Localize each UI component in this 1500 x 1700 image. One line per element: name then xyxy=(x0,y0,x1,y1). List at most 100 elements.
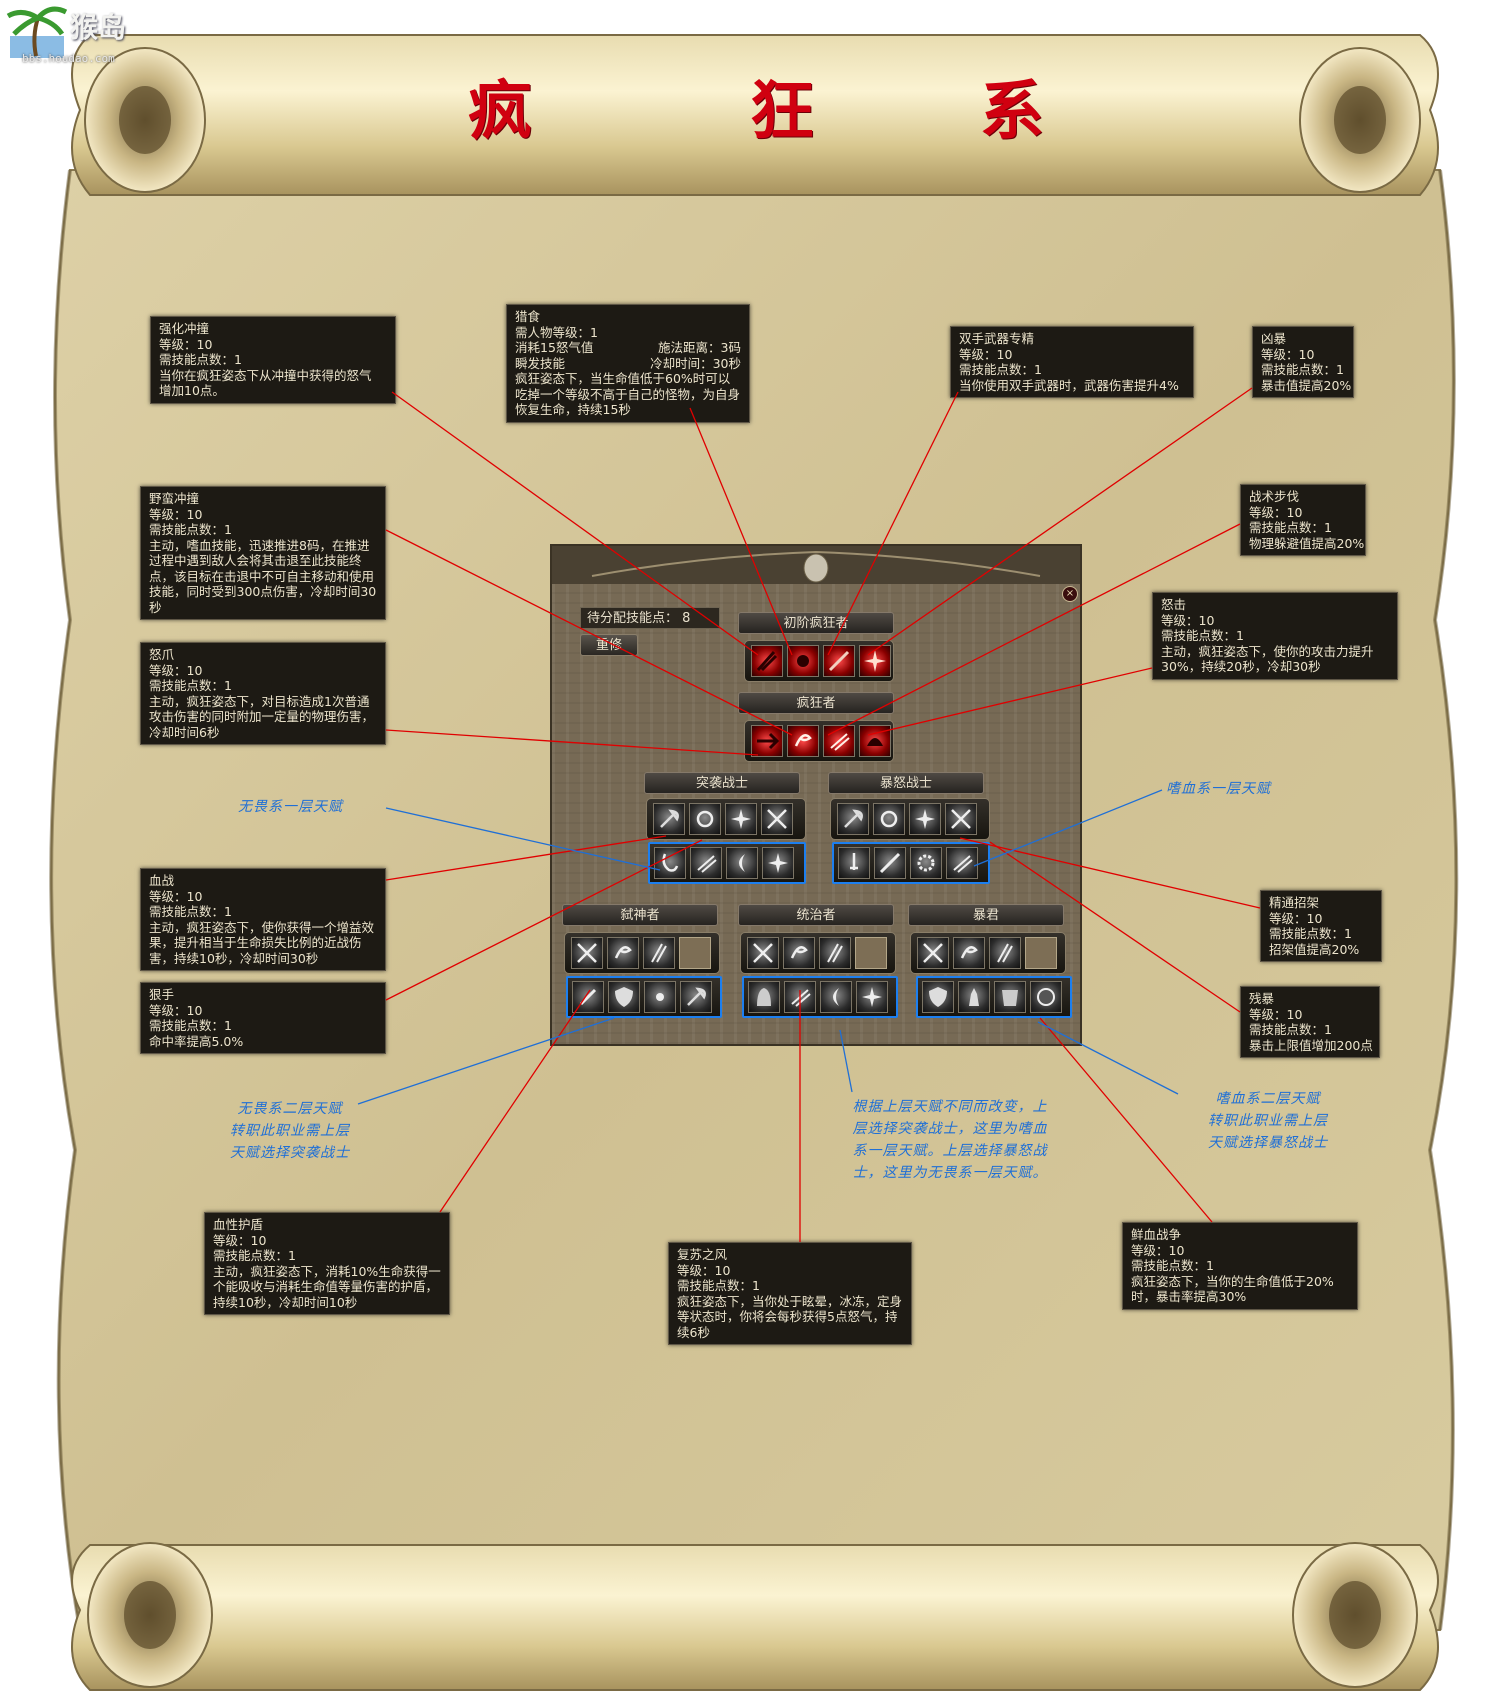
skill-slot-fearless2-3[interactable] xyxy=(644,981,676,1013)
note-fearless-tier1: 无畏系一层天赋 xyxy=(238,799,343,815)
skill-slot-strengthen-charge[interactable] xyxy=(751,645,783,677)
skill-slot-fearless2-2[interactable] xyxy=(608,981,640,1013)
skill-slot-bloodthirst2-1[interactable] xyxy=(922,981,954,1013)
tab-assault-warrior[interactable]: 突袭战士 xyxy=(644,772,800,794)
skill-slot-parry-mastery[interactable] xyxy=(910,847,942,879)
tab-ruler[interactable]: 统治者 xyxy=(738,904,894,926)
skill-slot-ruler2-2[interactable] xyxy=(784,981,816,1013)
close-button[interactable]: × xyxy=(1062,586,1078,602)
skill-slot-bloodthirst2-2[interactable] xyxy=(958,981,990,1013)
site-logo: 猴岛 bbs.houdao.com xyxy=(0,0,158,72)
skill-slot-assault-2[interactable] xyxy=(689,803,721,835)
slotbar-initial xyxy=(744,640,894,682)
skill-slot-godslayer-3[interactable] xyxy=(643,937,675,969)
skill-slot-assault-1[interactable] xyxy=(653,803,685,835)
skill-slot-godslayer-2[interactable] xyxy=(607,937,639,969)
sword-icon xyxy=(828,650,850,672)
tooltip-title: 野蛮冲撞 xyxy=(149,491,200,506)
tooltip-line: 等级：10 xyxy=(149,888,203,904)
skill-slot-ruler2-3[interactable] xyxy=(820,981,852,1013)
tooltip-brutality: 残暴 等级：10 需技能点数：1 暴击上限值增加200点 xyxy=(1240,986,1380,1058)
skill-slot-ruler-empty[interactable] xyxy=(855,937,887,969)
skill-slot-ruler-2[interactable] xyxy=(783,937,815,969)
tooltip-line: 需技能点数：1 xyxy=(1249,520,1332,535)
tooltip-line: 需技能点数：1 xyxy=(1249,1022,1332,1037)
skill-slot-ruler-3[interactable] xyxy=(819,937,851,969)
tab-rage-warrior[interactable]: 暴怒战士 xyxy=(828,772,984,794)
swirl-icon xyxy=(614,946,632,959)
tooltip-line: 物理躲避值提高20% xyxy=(1249,535,1365,551)
skill-slot-devour[interactable] xyxy=(787,645,819,677)
skill-slot-fury-strike[interactable] xyxy=(859,725,891,757)
rush-icon xyxy=(757,732,780,750)
tooltip-title: 精通招架 xyxy=(1269,895,1320,910)
skill-slot-fearless-4[interactable] xyxy=(762,847,794,879)
skill-slot-ferocity[interactable] xyxy=(859,645,891,677)
skill-slot-assault-4[interactable] xyxy=(761,803,793,835)
skill-slot-rage-claw[interactable] xyxy=(787,725,819,757)
note-fearless-tier2: 无畏系二层天赋 转职此职业需上层 天赋选择突袭战士 xyxy=(200,1098,380,1164)
skill-slot-revival-wind[interactable] xyxy=(748,981,780,1013)
skill-slot-rage-4[interactable] xyxy=(945,803,977,835)
skill-slot-tyrant-3[interactable] xyxy=(989,937,1021,969)
skill-slot-fearless-3[interactable] xyxy=(726,847,758,879)
skill-slot-brutality[interactable] xyxy=(946,847,978,879)
title-char-3: 系 xyxy=(980,74,1044,149)
swirl-icon xyxy=(790,946,808,959)
note-line: 转职此职业需上层 xyxy=(230,1123,350,1139)
hook-icon xyxy=(662,853,679,872)
hooded-figure-icon xyxy=(757,988,771,1006)
skill-slot-tyrant-1[interactable] xyxy=(917,937,949,969)
slotbar-fearless-tier2 xyxy=(566,976,722,1018)
skill-slot-hard-hand[interactable] xyxy=(690,847,722,879)
skill-slot-blood-war[interactable] xyxy=(1030,981,1062,1013)
tab-godslayer[interactable]: 弑神者 xyxy=(562,904,718,926)
skill-slot-two-hand-mastery[interactable] xyxy=(823,645,855,677)
tab-berserker[interactable]: 疯狂者 xyxy=(738,692,894,714)
tooltip-line: 需技能点数：1 xyxy=(213,1248,296,1263)
tooltip-line: 等级：10 xyxy=(1249,504,1303,520)
skill-slot-godslayer-1[interactable] xyxy=(571,937,603,969)
tooltip-ferocity: 凶暴 等级：10 需技能点数：1 暴击值提高20% xyxy=(1252,326,1354,398)
tooltip-title: 战术步伐 xyxy=(1249,489,1300,504)
skill-slot-rage-2[interactable] xyxy=(873,803,905,835)
tooltip-line: 需技能点数：1 xyxy=(149,522,232,537)
tooltip-line: 需技能点数：1 xyxy=(1261,362,1344,377)
palm-tree-icon xyxy=(6,6,68,58)
tooltip-line: 等级：10 xyxy=(1249,1006,1303,1022)
retrain-button[interactable]: 重修 xyxy=(580,634,638,656)
tooltip-line: 需技能点数：1 xyxy=(677,1278,760,1293)
skill-slot-godslayer-empty[interactable] xyxy=(679,937,711,969)
skill-slot-bloodthirst-1[interactable] xyxy=(838,847,870,879)
axe-icon xyxy=(687,987,706,1006)
skill-slot-savage-charge[interactable] xyxy=(751,725,783,757)
tooltip-title: 残暴 xyxy=(1249,991,1275,1006)
tooltip-line: 等级：10 xyxy=(149,506,203,522)
tooltip-strengthen-charge: 强化冲撞 等级：10 需技能点数：1 当你在疯狂姿态下从冲撞中获得的怒气 增加1… xyxy=(150,316,396,404)
burst-icon xyxy=(862,987,882,1007)
skill-slot-tyrant-2[interactable] xyxy=(953,937,985,969)
skill-slot-bloodthirst-2[interactable] xyxy=(874,847,906,879)
tooltip-line: 需技能点数：1 xyxy=(159,352,242,367)
tooltip-line: 招架值提高20% xyxy=(1269,941,1360,957)
tooltip-body: 主动，嗜血技能，迅速推进8码，在推进过程中遇到敌人会将其击退至此技能终点，该目标… xyxy=(149,537,377,615)
sword-icon xyxy=(879,852,901,874)
skill-slot-assault-3[interactable] xyxy=(725,803,757,835)
skill-slot-ruler2-4[interactable] xyxy=(856,981,888,1013)
crossed-swords-icon xyxy=(923,943,943,963)
skill-slot-blood-shield[interactable] xyxy=(572,981,604,1013)
skill-slot-tyrant-empty[interactable] xyxy=(1025,937,1057,969)
tab-tyrant[interactable]: 暴君 xyxy=(908,904,1064,926)
skill-slot-bloodthirst2-3[interactable] xyxy=(994,981,1026,1013)
tooltip-line: 等级：10 xyxy=(1161,612,1215,628)
skill-slot-fearless2-4[interactable] xyxy=(680,981,712,1013)
skill-slot-tactical-step[interactable] xyxy=(823,725,855,757)
skill-slot-ruler-1[interactable] xyxy=(747,937,779,969)
slotbar-tyrant xyxy=(910,932,1066,974)
skill-slot-rage-3[interactable] xyxy=(909,803,941,835)
tooltip-line: 命中率提高5.0% xyxy=(149,1033,244,1049)
skill-slot-rage-1[interactable] xyxy=(837,803,869,835)
skill-slot-blood-battle[interactable] xyxy=(654,847,686,879)
tooltip-split-row: 消耗15怒气值施法距离：3码 xyxy=(515,340,741,356)
tab-initial-berserker[interactable]: 初阶疯狂者 xyxy=(738,612,894,634)
